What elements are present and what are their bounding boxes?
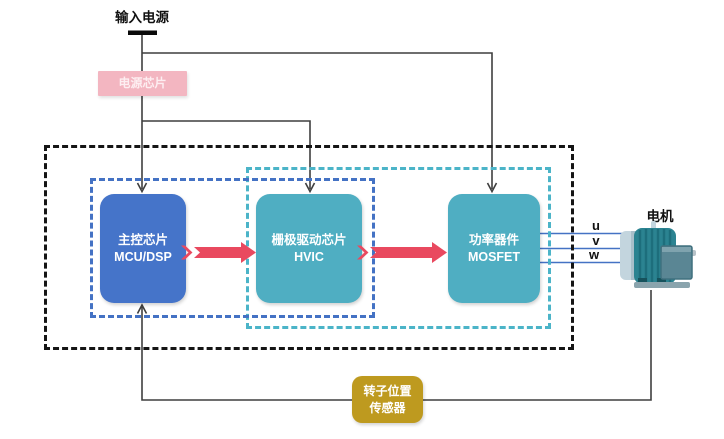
power-device-block: 功率器件 MOSFET [448, 194, 540, 303]
mcu-block: 主控芯片 MCU/DSP [100, 194, 186, 303]
arrowhead-into-mosfet [486, 182, 498, 194]
arrow-mcu-to-hvic [194, 242, 256, 263]
input-power-label: 输入电源 [115, 10, 169, 25]
motor-icon [620, 221, 696, 288]
mcu-label-cn: 主控芯片 [117, 232, 168, 247]
input-power-terminal-bar [128, 30, 157, 35]
phase-lines [538, 232, 627, 264]
power-device-label-en: MOSFET [467, 249, 521, 264]
gate-driver-label-cn: 栅极驱动芯片 [271, 232, 347, 247]
power-device-label-cn: 功率器件 [468, 232, 519, 247]
arrow-hvic-to-mosfet [370, 242, 447, 263]
gate-driver-label-en: HVIC [294, 249, 324, 264]
phase-label-u: u [592, 218, 600, 233]
arrowhead-feedback-into-mcu [136, 303, 148, 314]
phase-label-w: w [588, 247, 600, 262]
arrowhead-into-hvic [304, 182, 316, 194]
gate-driver-block: 栅极驱动芯片 HVIC [256, 194, 362, 303]
rotor-position-sensor-block: 转子位置 传感器 [352, 376, 423, 423]
wire-power-to-mosfet [142, 52, 493, 189]
sensor-label-line2: 传感器 [369, 400, 406, 415]
system-dashed-frame [44, 145, 574, 350]
power-chip-label: 电源芯片 [118, 76, 167, 91]
motor-label: 电机 [646, 209, 674, 224]
signal-arrows [181, 242, 447, 263]
power-chip-block: 电源芯片 [98, 71, 187, 96]
arrowhead-into-mcu [136, 182, 148, 194]
mcu-label-en: MCU/DSP [114, 249, 172, 264]
arrow-mcu-to-hvic-chevron [181, 245, 193, 260]
phase-label-v: v [592, 233, 600, 248]
arrow-hvic-to-mosfet-chevron [357, 245, 369, 260]
wire-power-to-hvic [142, 120, 311, 189]
sensor-label-line1: 转子位置 [363, 384, 412, 399]
